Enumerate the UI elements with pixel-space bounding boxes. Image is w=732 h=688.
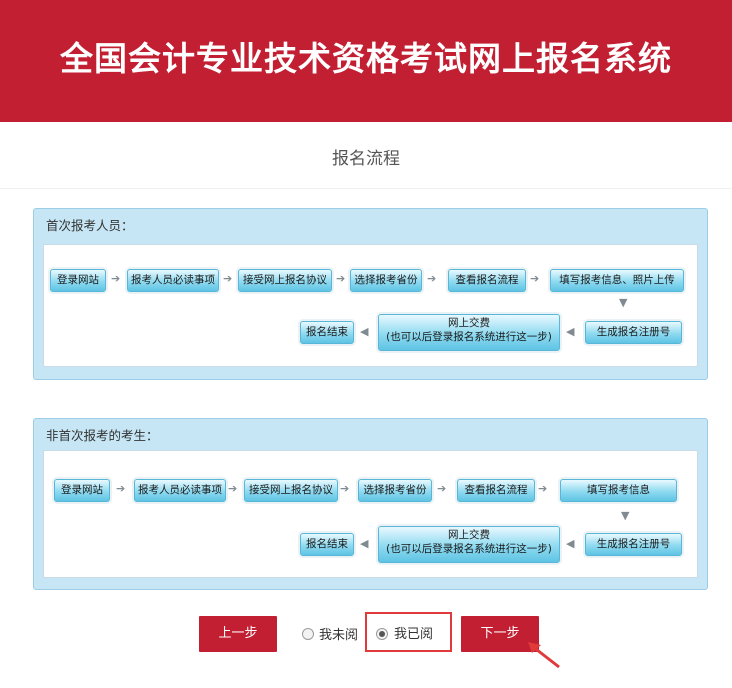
step-must-read: 报考人员必读事项 <box>127 269 219 292</box>
arrow-right-icon: ➔ <box>111 272 121 285</box>
first-time-flow: 登录网站 ➔ 报考人员必读事项 ➔ 接受网上报名协议 ➔ 选择报考省份 ➔ 查看… <box>43 244 698 367</box>
arrow-down-icon: ▼ <box>619 296 628 309</box>
arrow-right-icon: ➔ <box>116 482 126 495</box>
read-radio[interactable] <box>376 628 388 640</box>
arrow-right-icon: ➔ <box>427 272 437 285</box>
step-accept-agreement: 接受网上报名协议 <box>238 269 332 292</box>
step-select-province: 选择报考省份 <box>350 269 422 292</box>
step-generate-number: 生成报名注册号 <box>585 533 682 556</box>
first-time-panel-title: 首次报考人员： <box>46 218 134 233</box>
arrow-left-icon: ◀ <box>360 537 369 550</box>
arrow-left-icon: ◀ <box>566 325 575 338</box>
unread-radio[interactable] <box>302 628 314 640</box>
step-online-payment: 网上交费 (也可以后登录报名系统进行这一步) <box>378 314 560 351</box>
header-banner: 全国会计专业技术资格考试网上报名系统 <box>0 0 732 122</box>
read-option-highlight <box>365 612 452 652</box>
step-must-read: 报考人员必读事项 <box>134 479 226 502</box>
previous-step-button[interactable]: 上一步 <box>199 616 277 652</box>
returning-panel: 非首次报考的考生： 登录网站 ➔ 报考人员必读事项 ➔ 接受网上报名协议 ➔ 选… <box>33 418 708 590</box>
arrow-right-icon: ➔ <box>223 272 233 285</box>
step-fill-info: 填写报考信息、照片上传 <box>550 269 684 292</box>
returning-flow: 登录网站 ➔ 报考人员必读事项 ➔ 接受网上报名协议 ➔ 选择报考省份 ➔ 查看… <box>43 450 698 578</box>
step-view-process: 查看报名流程 <box>448 269 526 292</box>
payment-label: 网上交费 <box>448 317 490 329</box>
payment-note: (也可以后登录报名系统进行这一步) <box>386 331 552 343</box>
arrow-right-icon: ➔ <box>336 272 346 285</box>
page-title: 报名流程 <box>332 149 400 169</box>
step-accept-agreement: 接受网上报名协议 <box>244 479 338 502</box>
arrow-right-icon: ➔ <box>437 482 447 495</box>
payment-note: (也可以后登录报名系统进行这一步) <box>386 543 552 555</box>
subtitle-bar <box>0 122 732 189</box>
arrow-left-icon: ◀ <box>360 325 369 338</box>
step-generate-number: 生成报名注册号 <box>585 321 682 344</box>
step-select-province: 选择报考省份 <box>358 479 432 502</box>
step-online-payment: 网上交费 (也可以后登录报名系统进行这一步) <box>378 526 560 563</box>
returning-panel-title: 非首次报考的考生： <box>46 428 159 443</box>
first-time-panel: 首次报考人员： 登录网站 ➔ 报考人员必读事项 ➔ 接受网上报名协议 ➔ 选择报… <box>33 208 708 380</box>
payment-label: 网上交费 <box>448 529 490 541</box>
unread-label[interactable]: 我未阅 <box>319 628 359 643</box>
arrow-right-icon: ➔ <box>530 272 540 285</box>
read-label[interactable]: 我已阅 <box>394 627 434 642</box>
arrow-right-icon: ➔ <box>538 482 548 495</box>
step-login-site: 登录网站 <box>50 269 106 292</box>
pointer-arrow-icon <box>528 642 560 669</box>
next-step-button[interactable]: 下一步 <box>461 616 539 652</box>
arrow-down-icon: ▼ <box>621 509 630 522</box>
arrow-left-icon: ◀ <box>566 537 575 550</box>
step-finish: 报名结束 <box>300 533 354 556</box>
step-view-process: 查看报名流程 <box>457 479 535 502</box>
arrow-right-icon: ➔ <box>228 482 238 495</box>
step-login-site: 登录网站 <box>54 479 110 502</box>
app-title: 全国会计专业技术资格考试网上报名系统 <box>60 39 672 78</box>
arrow-right-icon: ➔ <box>340 482 350 495</box>
step-finish: 报名结束 <box>300 321 354 344</box>
step-fill-info: 填写报考信息 <box>560 479 677 502</box>
